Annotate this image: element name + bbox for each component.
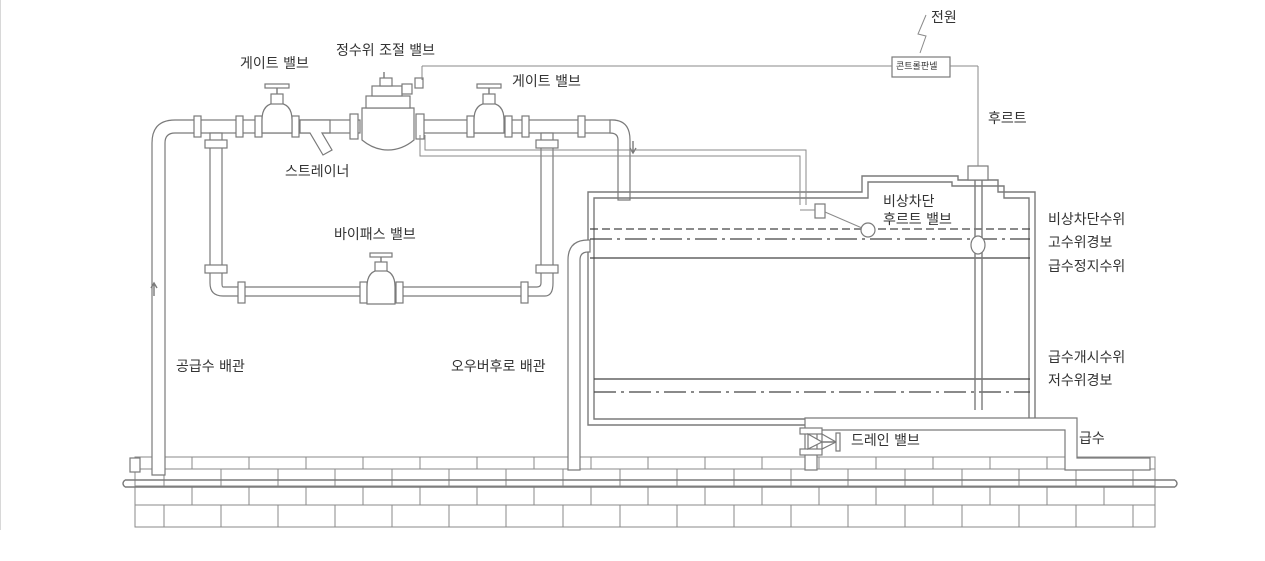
label-power: 전원 [931,10,957,26]
water-tank [587,175,1036,426]
label-emergency-float-valve-1: 비상차단 [883,194,935,210]
label-level-supply-stop: 급수정지수위 [1048,259,1126,275]
label-bypass-valve: 바이패스 밸브 [334,227,416,243]
label-float: 후르트 [988,111,1027,127]
label-supply-pipe: 공급수 배관 [176,359,245,375]
label-gate-valve-right: 게이트 밸브 [512,74,581,90]
strainer [299,119,333,156]
label-level-high-alarm: 고수위경보 [1048,235,1113,251]
label-control-panel: 콘트롤판넬 [896,62,938,72]
label-water-supply: 급수 [1079,431,1105,447]
gate-valve-right [473,83,505,134]
label-drain-valve: 드레인 밸브 [851,433,920,449]
left-border [0,0,1,530]
label-emergency-float-valve-2: 후르트 밸브 [883,212,952,228]
gate-valve-left [261,83,293,134]
emergency-float-valve [419,135,876,238]
float-switch [967,165,989,410]
drain-pipe [799,417,1151,471]
overflow-pipe [567,239,591,471]
label-constant-level-valve: 정수위 조절 밸브 [336,43,436,59]
label-overflow-pipe: 오우버후로 배관 [451,359,546,375]
supply-pipe [129,119,201,476]
bypass-line [204,132,559,304]
brick-foundation [134,456,1156,528]
bypass-valve [366,252,396,305]
label-level-low-alarm: 저수위경보 [1048,373,1113,389]
label-strainer: 스트레이너 [285,164,350,180]
label-level-supply-start: 급수개시수위 [1048,350,1126,366]
constant-level-valve [361,72,424,151]
label-level-emergency-cutoff: 비상차단수위 [1048,212,1126,228]
main-pipe [193,113,637,201]
control-panel-wiring [421,14,979,166]
ground-pipe [122,479,1178,488]
label-gate-valve-left: 게이트 밸브 [240,56,309,72]
